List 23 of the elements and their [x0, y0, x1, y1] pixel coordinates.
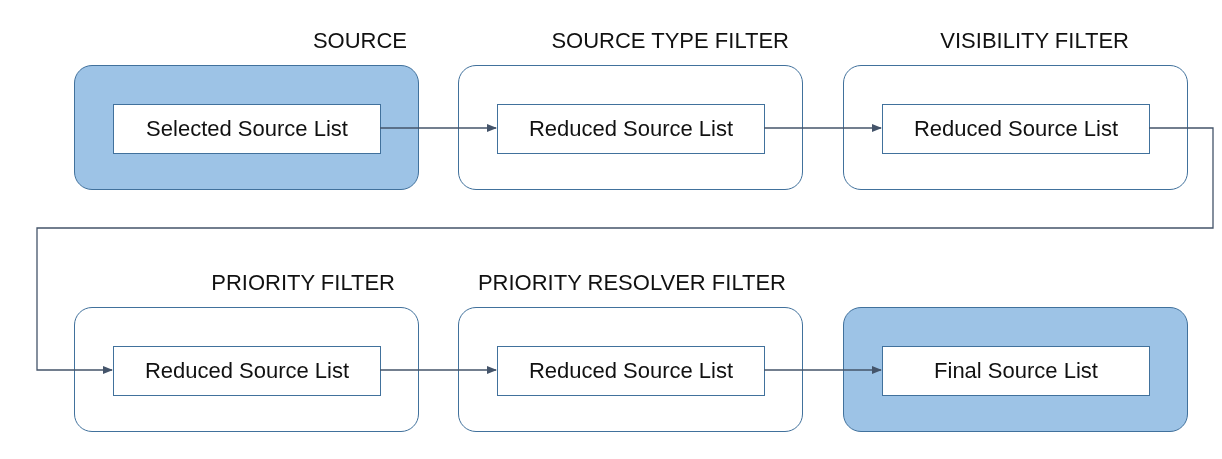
list-box [497, 346, 765, 396]
list-label: Selected Source List [146, 116, 348, 142]
list-label: Reduced Source List [528, 358, 734, 384]
arrow [763, 124, 882, 132]
panel-heading: VISIBILITY FILTER [940, 28, 1129, 54]
list-box [882, 104, 1150, 154]
panel-heading: PRIORITY RESOLVER FILTER [477, 270, 786, 296]
panel-heading: SOURCE TYPE FILTER [551, 28, 789, 54]
filter-panel [843, 307, 1188, 432]
list-label: Reduced Source List [528, 116, 734, 142]
list-box [882, 346, 1150, 396]
arrow [36, 127, 1214, 374]
list-box [113, 346, 381, 396]
arrow [763, 366, 882, 374]
panel-heading: PRIORITY FILTER [211, 270, 395, 296]
arrow [379, 366, 497, 374]
arrow [379, 124, 497, 132]
panel-heading: SOURCE [312, 28, 407, 54]
list-box [113, 104, 381, 154]
list-label: Reduced Source List [913, 116, 1119, 142]
list-box [497, 104, 765, 154]
list-label: Final Source List [934, 358, 1098, 384]
list-label: Reduced Source List [144, 358, 350, 384]
